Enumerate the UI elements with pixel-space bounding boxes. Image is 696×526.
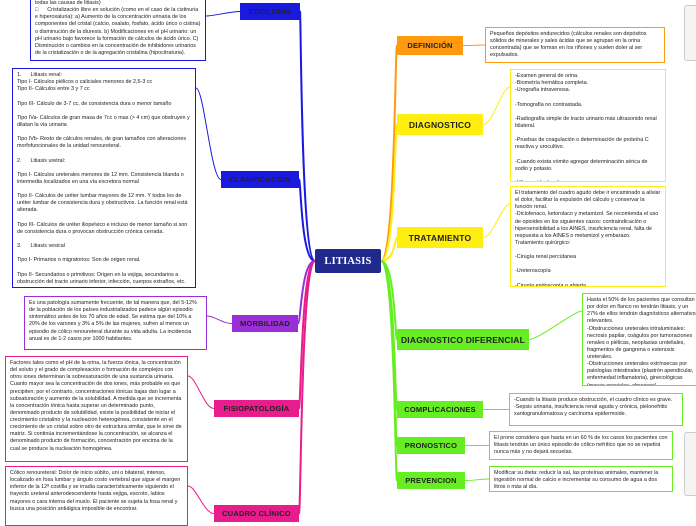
prevencion-text: Modificar su dieta: reducir la sal, las … <box>489 466 673 492</box>
branch-pronostico[interactable]: PRONOSTICO <box>397 437 465 454</box>
offscreen-box-top-right <box>684 5 696 61</box>
clasificacion-text: 1. Litiasis renal: Tipo I- Cálculos piél… <box>12 68 196 288</box>
branch-fisiopatologia[interactable]: FISIOPATOLOGÍA <box>214 400 299 417</box>
pronostico-text: El prone considera que hasta en un 60 % … <box>489 431 673 460</box>
branch-clasificacion[interactable]: CLASIFICACIÓN <box>221 171 299 188</box>
diagnostico-diferencial-text: Hasta el 50% de los pacientes que consul… <box>582 293 696 386</box>
etiologia-text: todas las causas de litiasis) □ Cristali… <box>30 0 206 61</box>
connector-diagnostico <box>380 123 398 262</box>
central-topic-litiasis[interactable]: LITIASIS <box>315 249 381 273</box>
branch-diagnostico-diferencial[interactable]: DIAGNOSTICO DIFERENCIAL <box>397 329 529 350</box>
connector-text-prevencion <box>464 478 490 481</box>
morbilidad-text: Es una patología sumamente frecuente, de… <box>24 296 207 350</box>
connector-tratamiento <box>380 236 398 262</box>
connector-text-etiologia <box>205 11 241 17</box>
branch-complicaciones[interactable]: COMPLICACIONES <box>397 401 483 418</box>
connector-text-morbilidad <box>206 315 233 324</box>
connector-definicion <box>380 44 398 262</box>
connector-fisiopatologia <box>298 260 316 410</box>
connector-text-diagnostico <box>482 86 511 125</box>
connector-etiologia <box>299 10 316 262</box>
branch-morbilidad[interactable]: MORBILIDAD <box>232 315 298 332</box>
branch-cuadro-clinico[interactable]: CUADRO CLÍNICO <box>214 505 299 522</box>
connector-text-fisiopatologia <box>187 375 215 409</box>
connector-text-diagnostico_diferencial <box>528 310 583 340</box>
branch-diagnostico[interactable]: DIAGNOSTICO <box>397 114 483 135</box>
offscreen-box-bottom-right <box>684 432 696 496</box>
connector-text-definicion <box>462 44 486 46</box>
fisiopatologia-text: Factores tales como el pH de la orina, l… <box>5 356 188 462</box>
branch-prevencion[interactable]: PREVENCION <box>397 472 465 489</box>
branch-tratamiento[interactable]: TRATAMIENTO <box>397 227 483 248</box>
diagnostico-text: -Examen general de orina. -Biometría hem… <box>510 69 666 182</box>
connector-text-cuadro_clinico <box>187 485 215 514</box>
connector-text-clasificacion <box>195 87 222 180</box>
definicion-text: Pequeños depósitos endurecidos (cálculos… <box>485 27 665 63</box>
connector-cuadro_clinico <box>298 260 316 515</box>
branch-definicion[interactable]: DEFINICIÓN <box>397 36 463 55</box>
connector-prevencion <box>380 260 398 482</box>
complicaciones-text: -Cuando la litiasis produce obstrucción,… <box>509 393 683 426</box>
connector-diagnostico_diferencial <box>380 260 398 341</box>
cuadro-clinico-text: Cólico renoureteral: Dolor de inicio súb… <box>5 466 188 526</box>
tratamiento-text: El tratamiento del cuadro agudo debe ir … <box>510 186 666 287</box>
connector-text-tratamiento <box>482 203 511 238</box>
connector-clasificacion <box>298 178 316 262</box>
branch-etiologia[interactable]: ETIOLOGÍA <box>240 3 300 20</box>
